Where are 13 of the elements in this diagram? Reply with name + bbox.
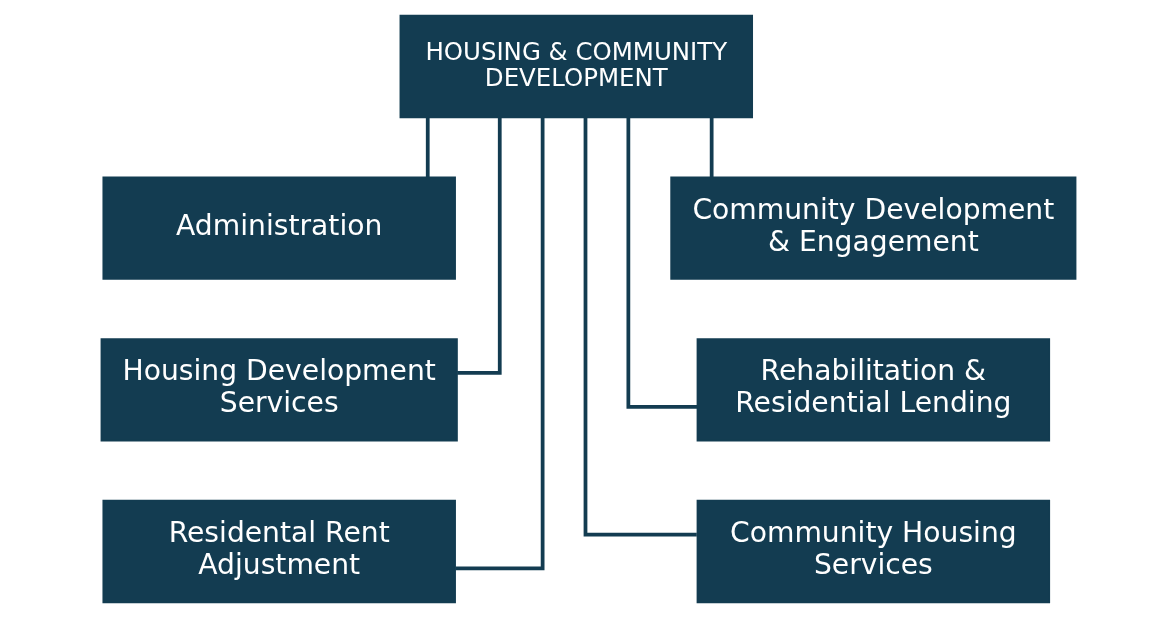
connector	[456, 117, 502, 375]
node-box: Administration	[101, 176, 456, 280]
node-box: Community Housing Services	[696, 499, 1050, 604]
node-box: HOUSING & COMMUNITY DEVELOPMENT	[399, 14, 753, 119]
connector	[425, 117, 430, 178]
connector	[583, 117, 697, 537]
connector	[709, 117, 714, 178]
node-box: Residental Rent Adjustment	[101, 499, 456, 604]
connector	[626, 117, 697, 409]
node-box: Housing Development Services	[100, 338, 458, 442]
node-box: Rehabilitation & Residential Lending	[696, 338, 1050, 442]
connector	[455, 117, 544, 571]
node-box: Community Development & Engagement	[669, 176, 1076, 280]
